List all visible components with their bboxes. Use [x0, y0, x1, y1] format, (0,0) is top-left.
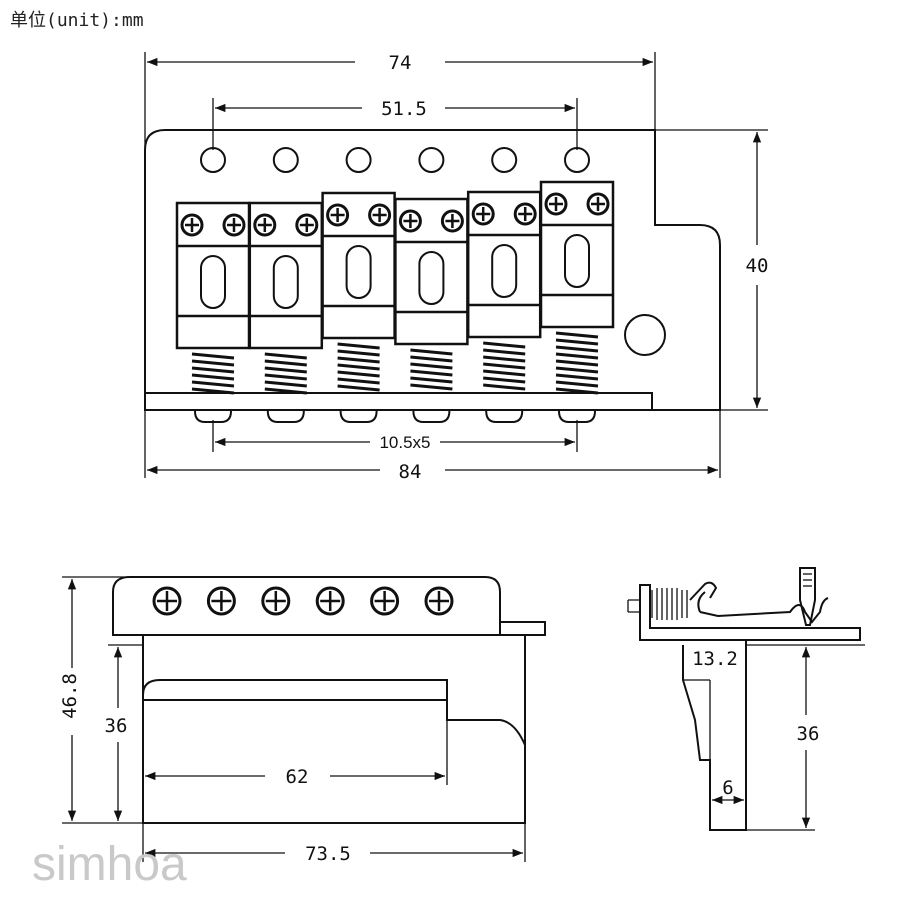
dimension-46-8: 46.8 — [59, 579, 81, 821]
dimension-36-profile: 36 — [797, 647, 820, 828]
phillips-screw-icon — [295, 213, 319, 237]
phillips-screw-icon — [253, 213, 277, 237]
screw-head — [412, 410, 451, 423]
saddle — [539, 180, 615, 329]
dimension-string-spacing: 10.5x5 — [215, 433, 575, 452]
string-hole — [200, 147, 226, 173]
string-hole — [418, 147, 445, 173]
dimension-label: 36 — [797, 723, 820, 745]
profile-block — [682, 640, 747, 831]
phillips-screw-icon — [315, 586, 345, 616]
phillips-screw-icon — [180, 213, 204, 237]
dimension-label: 6 — [722, 777, 733, 799]
phillips-screw-icon — [368, 203, 392, 227]
top-view: 74 51.5 40 10.5x5 84 — [144, 52, 769, 483]
dimension-74: 74 — [147, 52, 653, 74]
string-hole — [564, 147, 590, 173]
dimension-36-side: 36 — [105, 647, 128, 821]
saddle-slot — [418, 251, 445, 305]
intonation-spring — [555, 331, 599, 395]
dimension-label: 10.5x5 — [379, 433, 430, 452]
saddle — [394, 197, 469, 346]
screw-head — [194, 410, 232, 423]
saddle — [466, 190, 542, 339]
phillips-screw-icon — [326, 203, 350, 227]
inertia-block — [142, 679, 526, 746]
phillips-screw-icon — [206, 586, 236, 616]
intonation-spring — [264, 352, 307, 395]
saddle-slot — [564, 234, 590, 288]
intonation-spring — [483, 341, 526, 391]
screw-head — [339, 410, 378, 423]
top-plate — [112, 576, 501, 636]
height-screw — [799, 567, 816, 626]
phillips-screw-icon — [261, 586, 291, 616]
phillips-screw-icon — [544, 192, 568, 216]
tremolo-block — [142, 634, 526, 824]
dimension-label: 40 — [746, 255, 769, 277]
profile-view: 13.2 36 6 — [627, 567, 865, 831]
phillips-screw-icon — [152, 586, 182, 616]
dimension-40: 40 — [746, 132, 769, 408]
screw-head — [485, 410, 524, 423]
dimension-label: 62 — [286, 766, 309, 788]
dimension-label: 36 — [105, 715, 128, 737]
phillips-screw-icon — [222, 213, 246, 237]
dimension-label: 46.8 — [59, 673, 81, 719]
plate-tab — [499, 621, 546, 636]
intonation-spring — [191, 352, 235, 395]
dimension-label: 73.5 — [305, 843, 351, 865]
dimension-73-5: 73.5 — [145, 843, 523, 865]
phillips-screw-icon — [586, 192, 610, 216]
phillips-screw-icon — [513, 202, 537, 226]
phillips-screw-icon — [424, 586, 454, 616]
arm-hole — [624, 314, 666, 356]
saddle-slot — [345, 245, 372, 299]
saddle-slot — [491, 244, 518, 298]
profile-plate — [639, 584, 861, 641]
saddle — [248, 201, 324, 350]
dimension-label: 13.2 — [692, 648, 738, 670]
profile-saddle — [689, 581, 829, 624]
intonation-spring — [410, 348, 453, 391]
dimension-label: 74 — [389, 52, 412, 74]
string-hole — [345, 147, 372, 173]
dimension-84: 84 — [147, 461, 718, 483]
screw-head — [266, 410, 305, 423]
watermark: simhoa — [32, 838, 187, 891]
base-strip — [144, 392, 653, 411]
unit-label: 单位(unit):mm — [10, 10, 144, 31]
phillips-screw-icon — [440, 209, 464, 233]
dimension-13-2: 13.2 — [692, 648, 738, 670]
string-hole — [272, 147, 299, 173]
dimension-6: 6 — [712, 777, 744, 805]
saddle — [175, 201, 251, 350]
phillips-screw-icon — [398, 209, 422, 233]
side-view: 46.8 36 62 73.5 — [59, 576, 546, 865]
saddle-slot — [272, 255, 299, 309]
dimension-51-5: 51.5 — [215, 98, 575, 120]
dimension-label: 84 — [399, 461, 422, 483]
dimension-label: 51.5 — [381, 98, 427, 120]
saddle — [321, 191, 396, 340]
string-hole — [491, 147, 518, 173]
dimension-62: 62 — [145, 766, 445, 788]
intonation-spring — [337, 342, 380, 392]
screw-head — [558, 410, 596, 423]
phillips-screw-icon — [471, 202, 495, 226]
bridge-plate-outline — [144, 129, 721, 411]
saddle-slot — [200, 255, 226, 309]
profile-spring — [651, 588, 688, 620]
phillips-screw-icon — [370, 586, 400, 616]
